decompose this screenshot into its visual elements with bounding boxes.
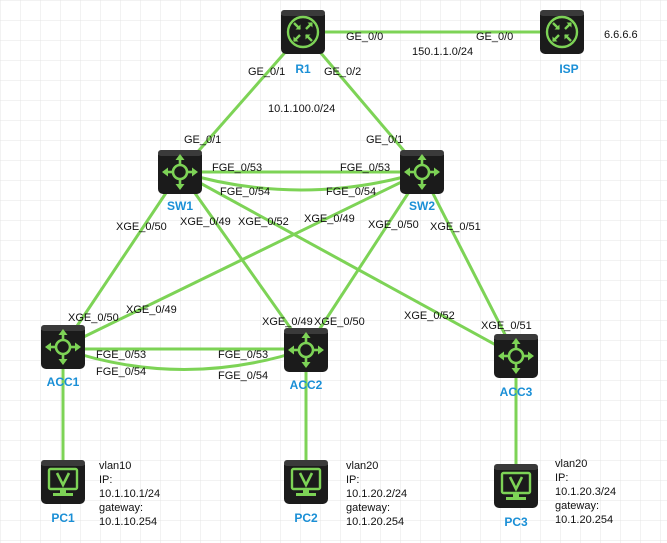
port-label: FGE_0/54: [96, 366, 146, 378]
link-sw1-acc3[interactable]: [179, 170, 517, 358]
device-name-sw2: SW2: [409, 199, 435, 213]
port-label: XGE_0/52: [404, 310, 455, 322]
pc3-ip-label: IP:: [555, 472, 568, 484]
port-label: GE_0/2: [324, 66, 361, 78]
device-acc3[interactable]: ACC3: [493, 333, 539, 399]
device-name-acc3: ACC3: [500, 385, 533, 399]
device-name-isp: ISP: [559, 62, 578, 76]
link-r1-sw1[interactable]: [178, 31, 305, 173]
port-label: FGE_0/54: [218, 370, 268, 382]
port-label: XGE_0/50: [368, 219, 419, 231]
router-icon: [539, 9, 585, 55]
pc3-info: vlan20 IP: 10.1.20.3/24 gateway: 10.1.20…: [555, 458, 616, 526]
pc1-vlan: vlan10: [99, 460, 131, 472]
device-name-acc2: ACC2: [290, 378, 323, 392]
device-name-pc2: PC2: [294, 511, 318, 525]
layer3-switch-icon: [157, 149, 203, 195]
link-acc1-acc2-fge54[interactable]: [62, 347, 307, 371]
pc3-gateway-label: gateway:: [555, 500, 599, 512]
port-label: XGE_0/50: [68, 312, 119, 324]
pc2-ip-label: IP:: [346, 474, 359, 486]
pc3-vlan: vlan20: [555, 458, 587, 470]
port-label: XGE_0/49: [262, 316, 313, 328]
device-r1[interactable]: R1: [280, 9, 326, 76]
isp-address-label: 6.6.6.6: [604, 29, 638, 41]
port-label: GE_0/0: [346, 31, 383, 43]
pc-icon: [283, 459, 329, 505]
device-acc2[interactable]: ACC2: [283, 327, 329, 392]
link-sw1-acc1[interactable]: [61, 171, 182, 348]
pc-icon: [493, 463, 539, 509]
port-label: XGE_0/50: [116, 221, 167, 233]
device-acc1[interactable]: ACC1: [40, 324, 86, 389]
device-pc3[interactable]: PC3: [493, 463, 539, 529]
port-label: FGE_0/53: [218, 349, 268, 361]
port-label: GE_0/1: [184, 134, 221, 146]
router-icon: [280, 9, 326, 55]
device-sw2[interactable]: SW2: [399, 149, 445, 213]
link-r1-sw2[interactable]: [301, 31, 424, 173]
port-label: FGE_0/54: [326, 186, 376, 198]
pc2-info: vlan20 IP: 10.1.20.2/24 gateway: 10.1.20…: [346, 460, 407, 528]
subnet-label-isp: 150.1.1.0/24: [412, 46, 473, 58]
port-label: XGE_0/51: [481, 320, 532, 332]
port-label: GE_0/1: [248, 66, 285, 78]
port-label: XGE_0/49: [304, 213, 355, 225]
device-pc1[interactable]: PC1: [40, 459, 86, 525]
port-label: FGE_0/53: [340, 162, 390, 174]
port-label: GE_0/1: [366, 134, 403, 146]
layer3-switch-icon: [283, 327, 329, 373]
port-label: XGE_0/51: [430, 221, 481, 233]
device-pc2[interactable]: PC2: [283, 459, 329, 525]
device-sw1[interactable]: SW1: [157, 149, 203, 213]
links-layer: [61, 30, 562, 486]
layer3-switch-icon: [493, 333, 539, 379]
pc1-ip: 10.1.10.1/24: [99, 488, 160, 500]
pc2-vlan: vlan20: [346, 460, 378, 472]
pc-icon: [40, 459, 86, 505]
port-label: GE_0/0: [476, 31, 513, 43]
device-isp[interactable]: ISP: [539, 9, 585, 76]
pc2-gateway-label: gateway:: [346, 502, 390, 514]
link-sw2-acc1[interactable]: [62, 170, 423, 349]
port-label: XGE_0/49: [180, 216, 231, 228]
port-labels: GE_0/0 GE_0/0 GE_0/1 GE_0/1 GE_0/2 GE_0/…: [68, 31, 532, 382]
pc2-ip: 10.1.20.2/24: [346, 488, 407, 500]
port-label: FGE_0/53: [96, 349, 146, 361]
link-sw2-acc2[interactable]: [304, 171, 424, 351]
pc1-gateway: 10.1.10.254: [99, 516, 157, 528]
link-sw1-acc2[interactable]: [178, 171, 308, 351]
layer3-switch-icon: [399, 149, 445, 195]
pc1-info: vlan10 IP: 10.1.10.1/24 gateway: 10.1.10…: [99, 460, 160, 528]
port-label: XGE_0/49: [126, 304, 177, 316]
pc1-ip-label: IP:: [99, 474, 112, 486]
port-label: FGE_0/54: [220, 186, 270, 198]
link-sw2-acc3[interactable]: [420, 171, 518, 357]
subnet-label-core: 10.1.100.0/24: [268, 103, 335, 115]
layer3-switch-icon: [40, 324, 86, 370]
port-label: XGE_0/52: [238, 216, 289, 228]
device-name-pc3: PC3: [504, 515, 528, 529]
port-label: FGE_0/53: [212, 162, 262, 174]
pc3-ip: 10.1.20.3/24: [555, 486, 616, 498]
pc2-gateway: 10.1.20.254: [346, 516, 404, 528]
pc1-gateway-label: gateway:: [99, 502, 143, 514]
link-sw1-sw2-fge54[interactable]: [179, 170, 423, 192]
device-name-pc1: PC1: [51, 511, 75, 525]
pc3-gateway: 10.1.20.254: [555, 514, 613, 526]
device-name-r1: R1: [295, 62, 311, 76]
port-label: XGE_0/50: [314, 316, 365, 328]
device-name-sw1: SW1: [167, 199, 193, 213]
device-name-acc1: ACC1: [47, 375, 80, 389]
